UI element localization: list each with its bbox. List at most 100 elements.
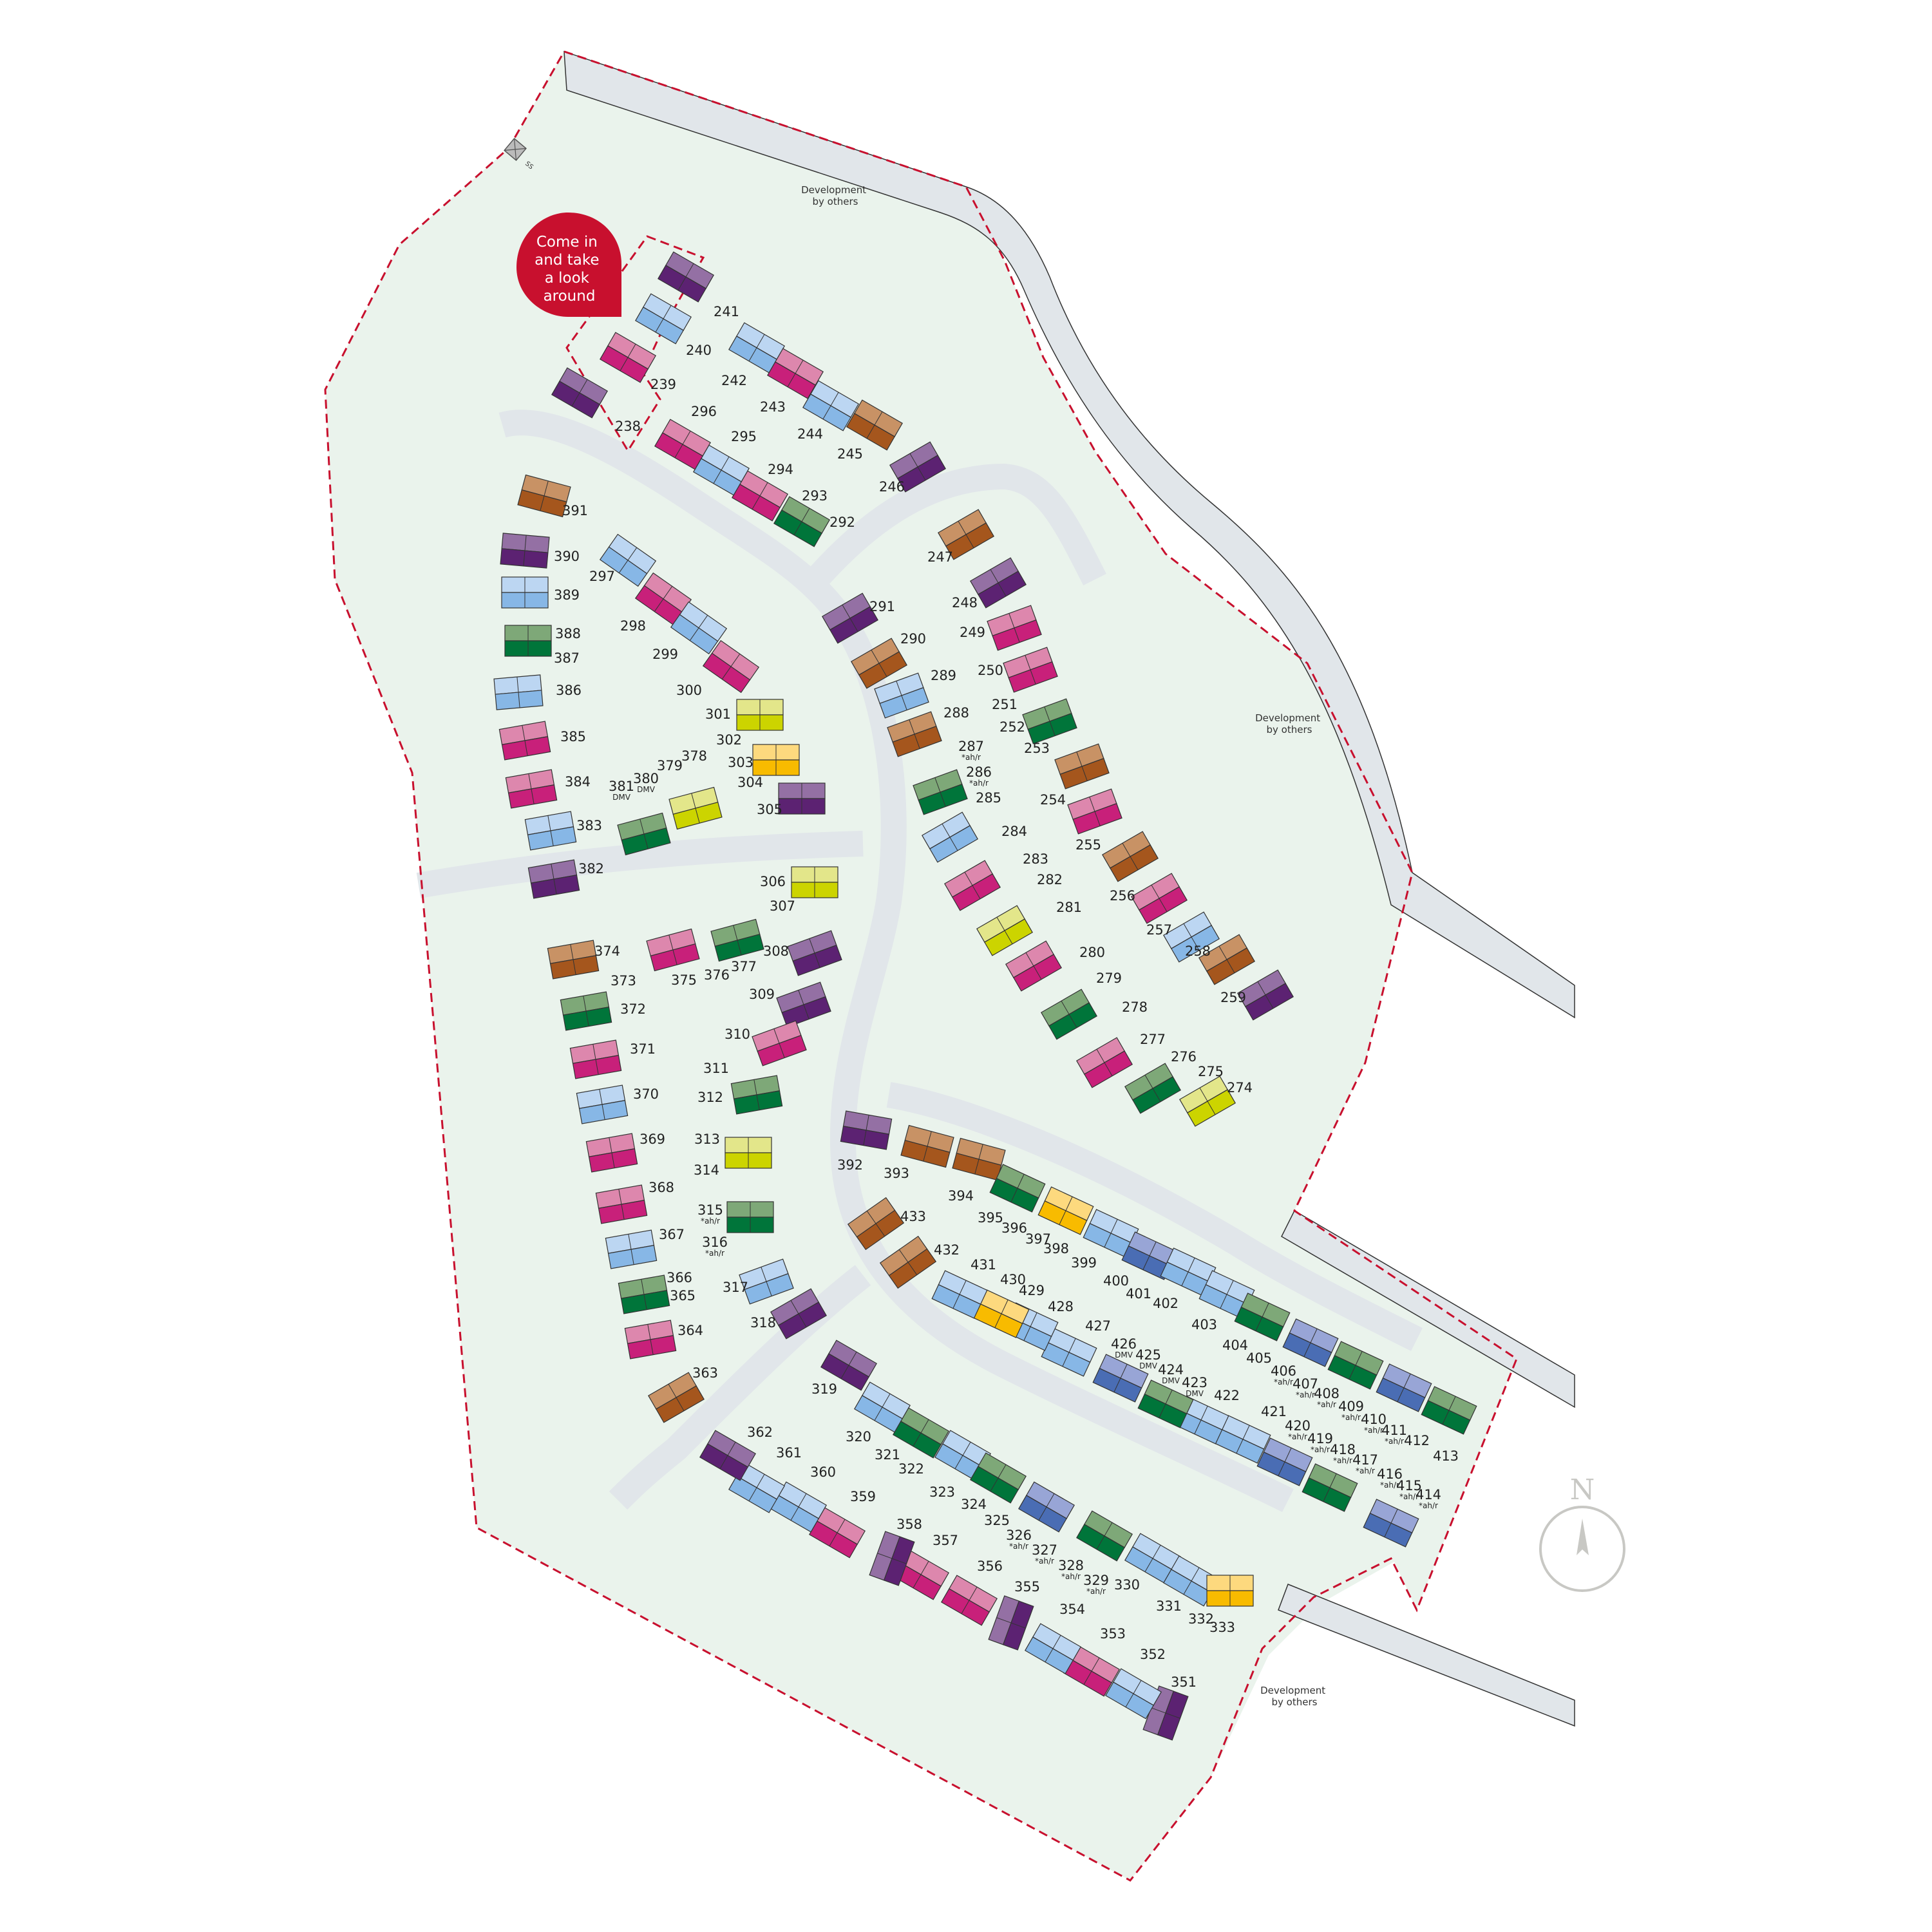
- plot-number-355[interactable]: 355: [1014, 1579, 1040, 1595]
- plot-number-314[interactable]: 314: [694, 1162, 719, 1178]
- house-369[interactable]: [585, 1133, 638, 1173]
- house-425[interactable]: [1092, 1354, 1149, 1403]
- plot-number-297[interactable]: 297: [589, 569, 615, 584]
- house-292[interactable]: [773, 496, 830, 547]
- house-289[interactable]: [874, 672, 929, 719]
- plot-number-433[interactable]: 433: [900, 1209, 926, 1224]
- house-384[interactable]: [505, 769, 558, 809]
- house-406[interactable]: [1282, 1318, 1339, 1367]
- plot-number-259[interactable]: 259: [1220, 990, 1246, 1005]
- house-300[interactable]: [702, 639, 760, 694]
- house-248[interactable]: [970, 557, 1027, 609]
- house-249[interactable]: [987, 605, 1042, 651]
- house-364[interactable]: [624, 1320, 677, 1359]
- plot-number-422[interactable]: 422: [1214, 1388, 1240, 1403]
- plot-number-280[interactable]: 280: [1079, 945, 1105, 960]
- come-in-callout[interactable]: Come in and take a look around: [516, 213, 621, 317]
- plot-number-394[interactable]: 394: [948, 1188, 974, 1204]
- plot-number-360[interactable]: 360: [810, 1464, 836, 1480]
- house-255[interactable]: [1102, 831, 1159, 882]
- house-332[interactable]: [1206, 1575, 1254, 1607]
- house-432[interactable]: [879, 1235, 937, 1289]
- plot-number-364[interactable]: 364: [677, 1323, 703, 1338]
- house-419[interactable]: [1256, 1437, 1313, 1486]
- plot-number-400[interactable]: 400: [1103, 1273, 1129, 1289]
- house-393[interactable]: [900, 1124, 954, 1168]
- plot-number-380[interactable]: 380: [633, 771, 659, 786]
- plot-number-384[interactable]: 384: [565, 774, 591, 790]
- plot-number-379[interactable]: 379: [657, 758, 683, 773]
- plot-number-432[interactable]: 432: [934, 1242, 960, 1258]
- plot-number-306[interactable]: 306: [760, 874, 786, 889]
- plot-number-309[interactable]: 309: [749, 987, 775, 1002]
- house-238[interactable]: [551, 367, 608, 419]
- plot-number-417[interactable]: 417: [1352, 1452, 1378, 1468]
- plot-number-324[interactable]: 324: [961, 1497, 987, 1512]
- plot-number-383[interactable]: 383: [576, 818, 602, 833]
- plot-number-286[interactable]: 286: [966, 764, 992, 780]
- house-365[interactable]: [618, 1274, 670, 1314]
- plot-number-288[interactable]: 288: [943, 705, 969, 721]
- plot-number-239[interactable]: 239: [650, 377, 676, 392]
- plot-number-371[interactable]: 371: [630, 1041, 656, 1057]
- house-247[interactable]: [938, 509, 994, 560]
- house-309[interactable]: [776, 981, 831, 1028]
- plot-number-287[interactable]: 287: [958, 739, 984, 754]
- plot-number-321[interactable]: 321: [875, 1447, 900, 1463]
- plot-number-426[interactable]: 426: [1111, 1336, 1137, 1352]
- plot-number-327[interactable]: 327: [1032, 1542, 1057, 1558]
- plot-number-333[interactable]: 333: [1209, 1620, 1235, 1635]
- house-280[interactable]: [1041, 989, 1097, 1040]
- plot-number-329[interactable]: 329: [1083, 1573, 1109, 1588]
- plot-number-252[interactable]: 252: [999, 719, 1025, 735]
- house-284[interactable]: [944, 860, 1001, 911]
- plot-number-307[interactable]: 307: [770, 898, 795, 914]
- plot-number-305[interactable]: 305: [757, 802, 782, 817]
- house-380[interactable]: [617, 812, 671, 856]
- house-376[interactable]: [710, 918, 764, 962]
- house-310[interactable]: [752, 1020, 807, 1066]
- house-354[interactable]: [1025, 1623, 1081, 1674]
- plot-number-357[interactable]: 357: [933, 1533, 958, 1548]
- house-313[interactable]: [724, 1137, 772, 1169]
- house-251[interactable]: [1022, 698, 1077, 744]
- house-274[interactable]: [1179, 1075, 1236, 1127]
- plot-number-408[interactable]: 408: [1314, 1386, 1340, 1401]
- plot-number-363[interactable]: 363: [692, 1365, 718, 1381]
- plot-number-365[interactable]: 365: [670, 1288, 696, 1303]
- house-241[interactable]: [658, 251, 714, 303]
- plot-number-373[interactable]: 373: [611, 973, 636, 989]
- plot-number-257[interactable]: 257: [1146, 922, 1172, 938]
- house-253[interactable]: [1054, 743, 1110, 790]
- plot-number-412[interactable]: 412: [1404, 1433, 1430, 1448]
- plot-number-292[interactable]: 292: [829, 515, 855, 530]
- plot-number-328[interactable]: 328: [1058, 1558, 1084, 1573]
- house-362[interactable]: [699, 1430, 756, 1481]
- plot-number-411[interactable]: 411: [1381, 1423, 1407, 1438]
- plot-number-318[interactable]: 318: [750, 1315, 776, 1331]
- plot-number-414[interactable]: 414: [1416, 1487, 1441, 1502]
- plot-number-298[interactable]: 298: [620, 618, 646, 634]
- house-375[interactable]: [646, 928, 700, 972]
- house-254[interactable]: [1067, 788, 1122, 835]
- plot-number-389[interactable]: 389: [554, 587, 580, 603]
- house-303[interactable]: [752, 744, 800, 776]
- house-378[interactable]: [668, 786, 723, 830]
- house-408[interactable]: [1327, 1341, 1384, 1390]
- house-371[interactable]: [569, 1039, 622, 1079]
- plot-number-407[interactable]: 407: [1293, 1376, 1318, 1392]
- house-242[interactable]: [728, 322, 785, 374]
- plot-number-281[interactable]: 281: [1056, 900, 1082, 915]
- plot-number-275[interactable]: 275: [1198, 1064, 1224, 1079]
- house-359[interactable]: [809, 1507, 866, 1558]
- house-412[interactable]: [1421, 1386, 1477, 1435]
- house-363[interactable]: [648, 1372, 705, 1423]
- plot-number-372[interactable]: 372: [620, 1001, 646, 1017]
- plot-number-405[interactable]: 405: [1246, 1350, 1272, 1366]
- house-326[interactable]: [1018, 1481, 1075, 1533]
- plot-number-282[interactable]: 282: [1037, 872, 1063, 887]
- plot-number-255[interactable]: 255: [1075, 837, 1101, 853]
- plot-number-429[interactable]: 429: [1019, 1283, 1045, 1298]
- plot-number-431[interactable]: 431: [971, 1257, 996, 1273]
- plot-number-332[interactable]: 332: [1188, 1611, 1214, 1627]
